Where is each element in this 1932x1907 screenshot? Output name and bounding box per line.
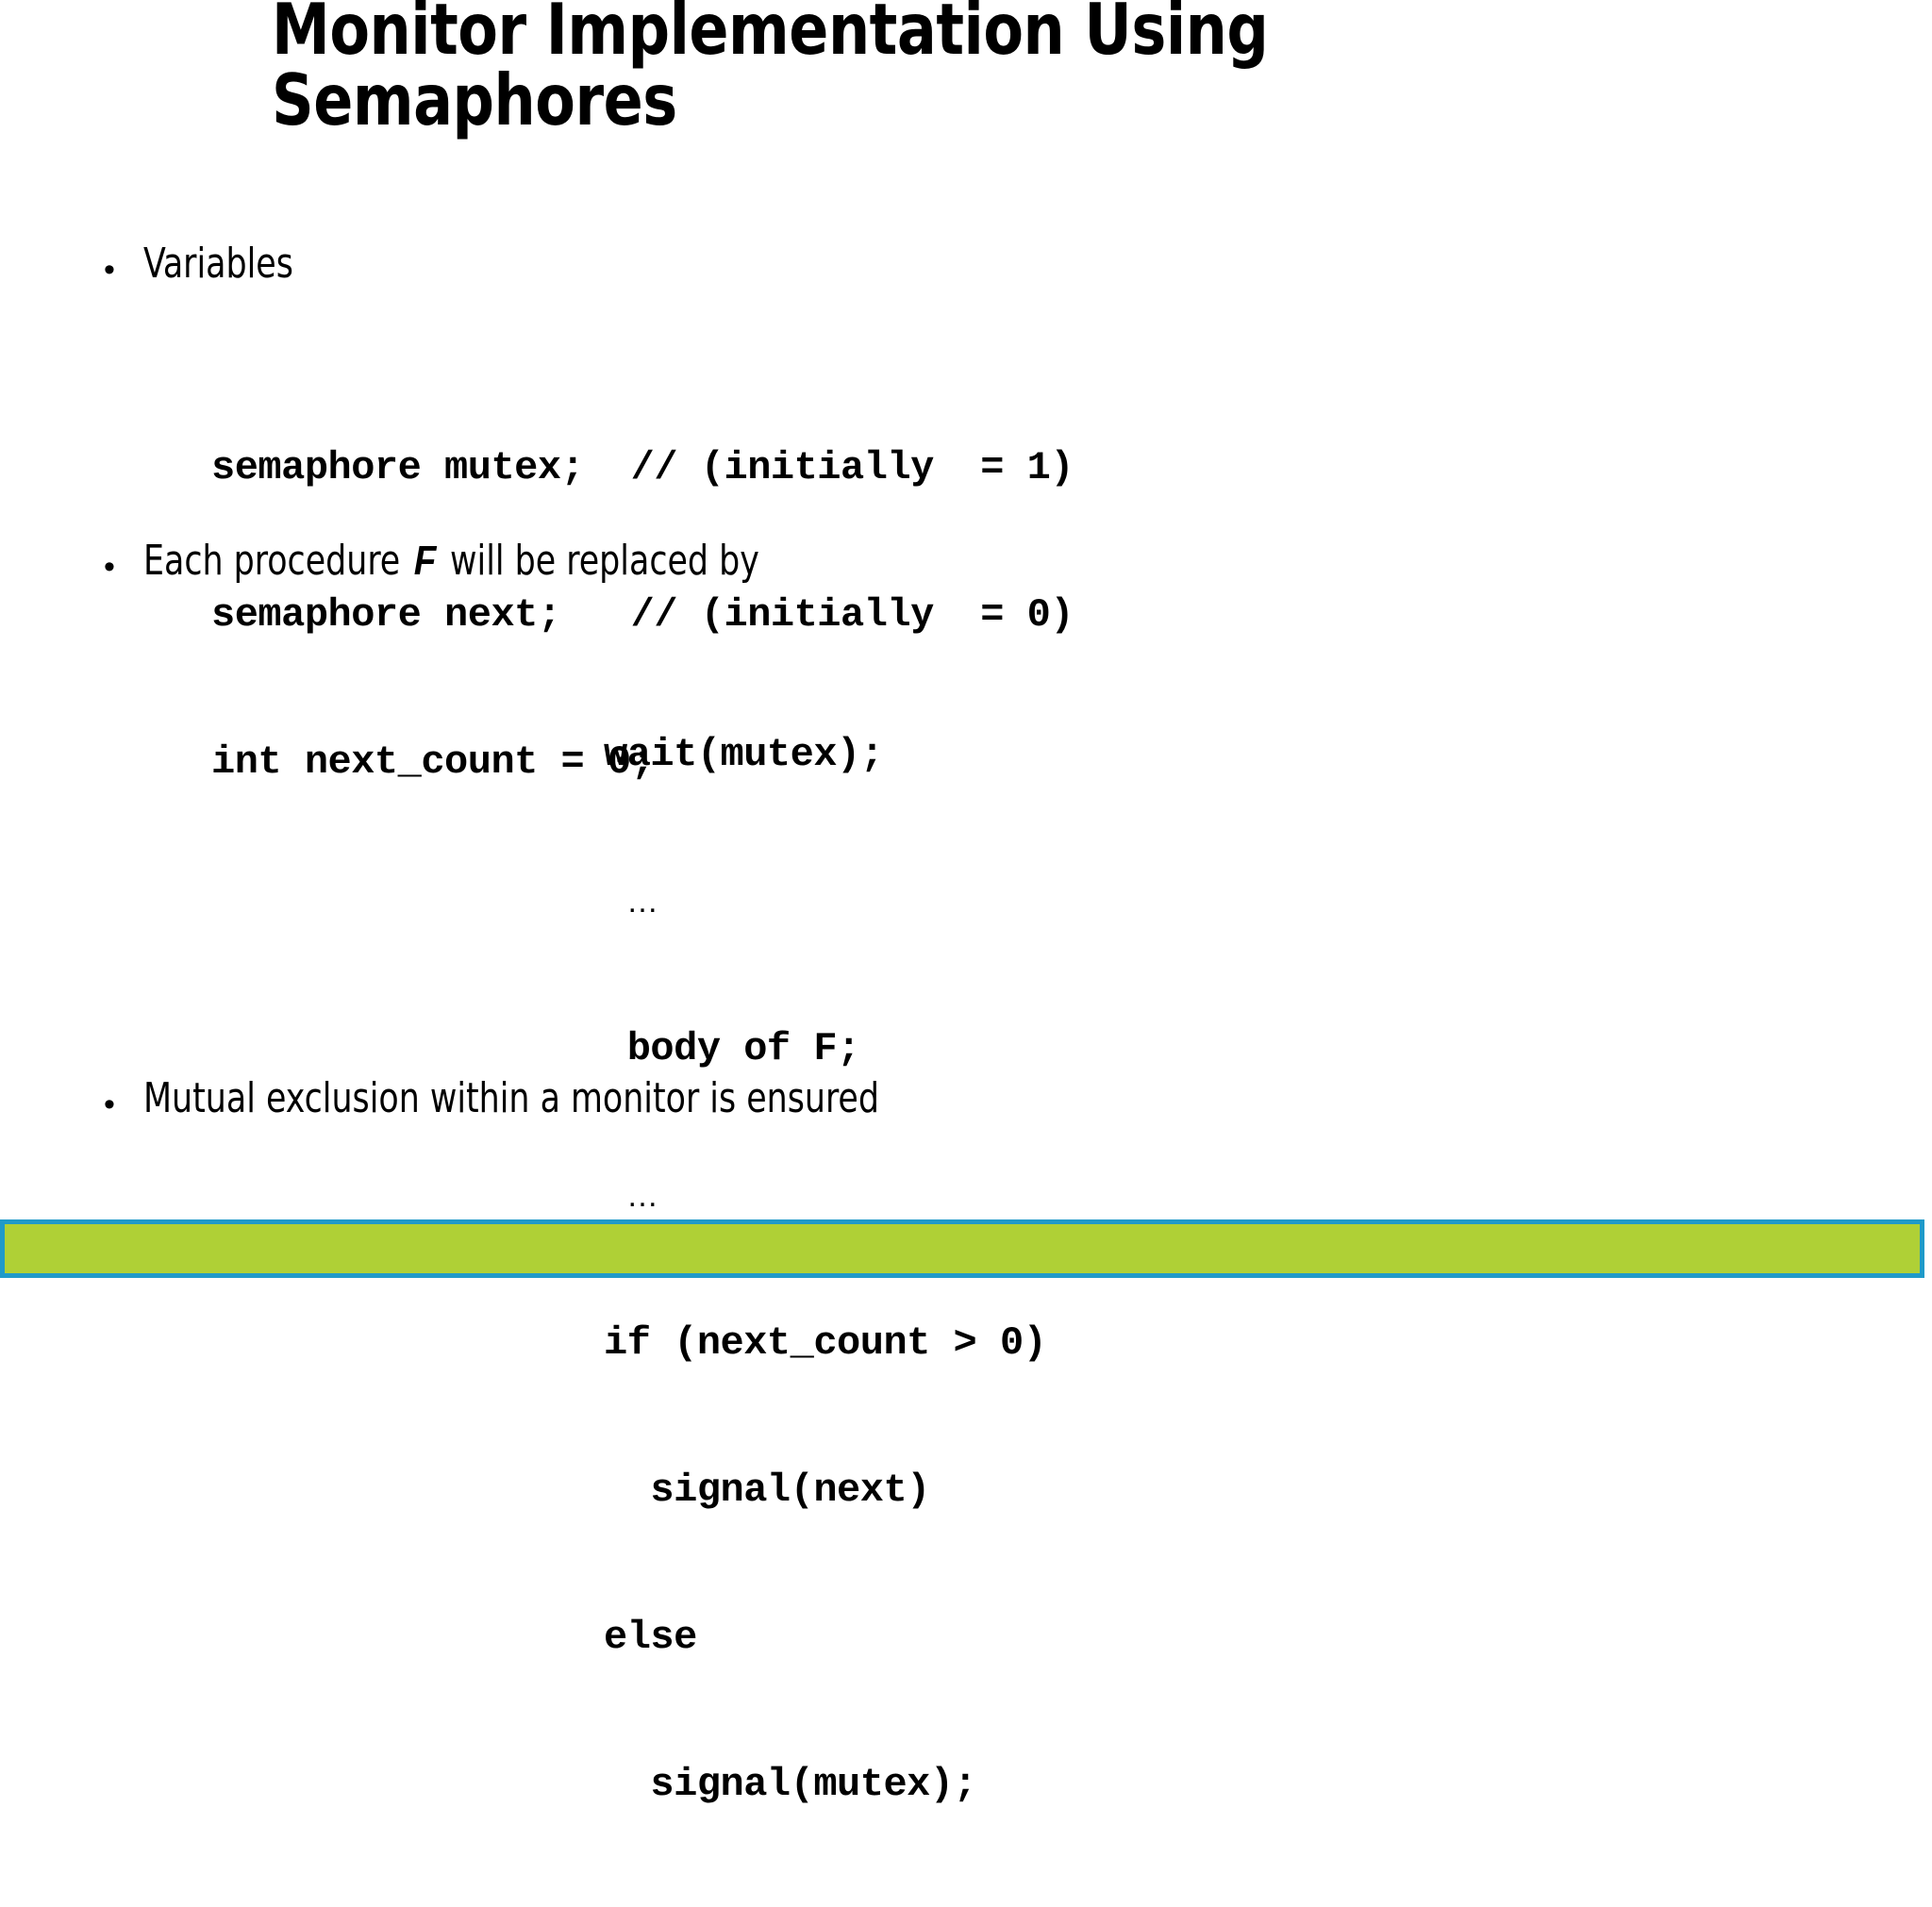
bullet-marker-icon: •	[104, 549, 115, 585]
bullet-item-variables: • Variables	[104, 240, 314, 288]
code-line-semaphore-mutex: semaphore mutex; // (initially = 1)	[211, 445, 1074, 490]
code-line-ellipsis-top: …	[626, 884, 658, 920]
code-line-ellipsis-bottom: …	[626, 1178, 658, 1214]
footer-accent-bar	[0, 1219, 1924, 1278]
bullet-procedure-text-before: Each procedure	[143, 537, 411, 585]
slide-canvas: Monitor Implementation Using Semaphores …	[0, 0, 1924, 1807]
code-line-wait-mutex: wait(mutex);	[604, 732, 884, 777]
code-line-int-next-count: int next_count = 0;	[211, 739, 655, 785]
code-line-signal-mutex: signal(mutex);	[604, 1762, 977, 1807]
slide-body: • Variables semaphore mutex; // (initial…	[104, 240, 1074, 1807]
bullet-marker-icon: •	[104, 1086, 115, 1122]
code-line-else: else	[604, 1615, 697, 1660]
bullet-label-mutual-exclusion: Mutual exclusion within a monitor is ens…	[143, 1074, 879, 1122]
code-block-variables: semaphore mutex; // (initially = 1) sema…	[211, 345, 1074, 885]
bullet-marker-icon: •	[104, 252, 115, 288]
code-line-body-of-f: body of F;	[604, 1026, 861, 1071]
bullet-item-mutual-exclusion: • Mutual exclusion within a monitor is e…	[104, 1074, 979, 1122]
bullet-item-procedure: • Each procedure F will be replaced by	[104, 538, 843, 584]
bullet-procedure-emphasis: F	[413, 538, 437, 584]
code-line-signal-next: signal(next)	[604, 1468, 930, 1513]
bullet-label-variables: Variables	[143, 240, 293, 288]
bullet-label-procedure: Each procedure F will be replaced by	[143, 538, 759, 584]
code-line-if-next-count: if (next_count > 0)	[604, 1320, 1047, 1366]
page-title: Monitor Implementation Using Semaphores	[272, 0, 1269, 141]
bullet-procedure-text-after: will be replaced by	[439, 537, 759, 585]
code-line-semaphore-next: semaphore next; // (initially = 0)	[211, 592, 1074, 638]
